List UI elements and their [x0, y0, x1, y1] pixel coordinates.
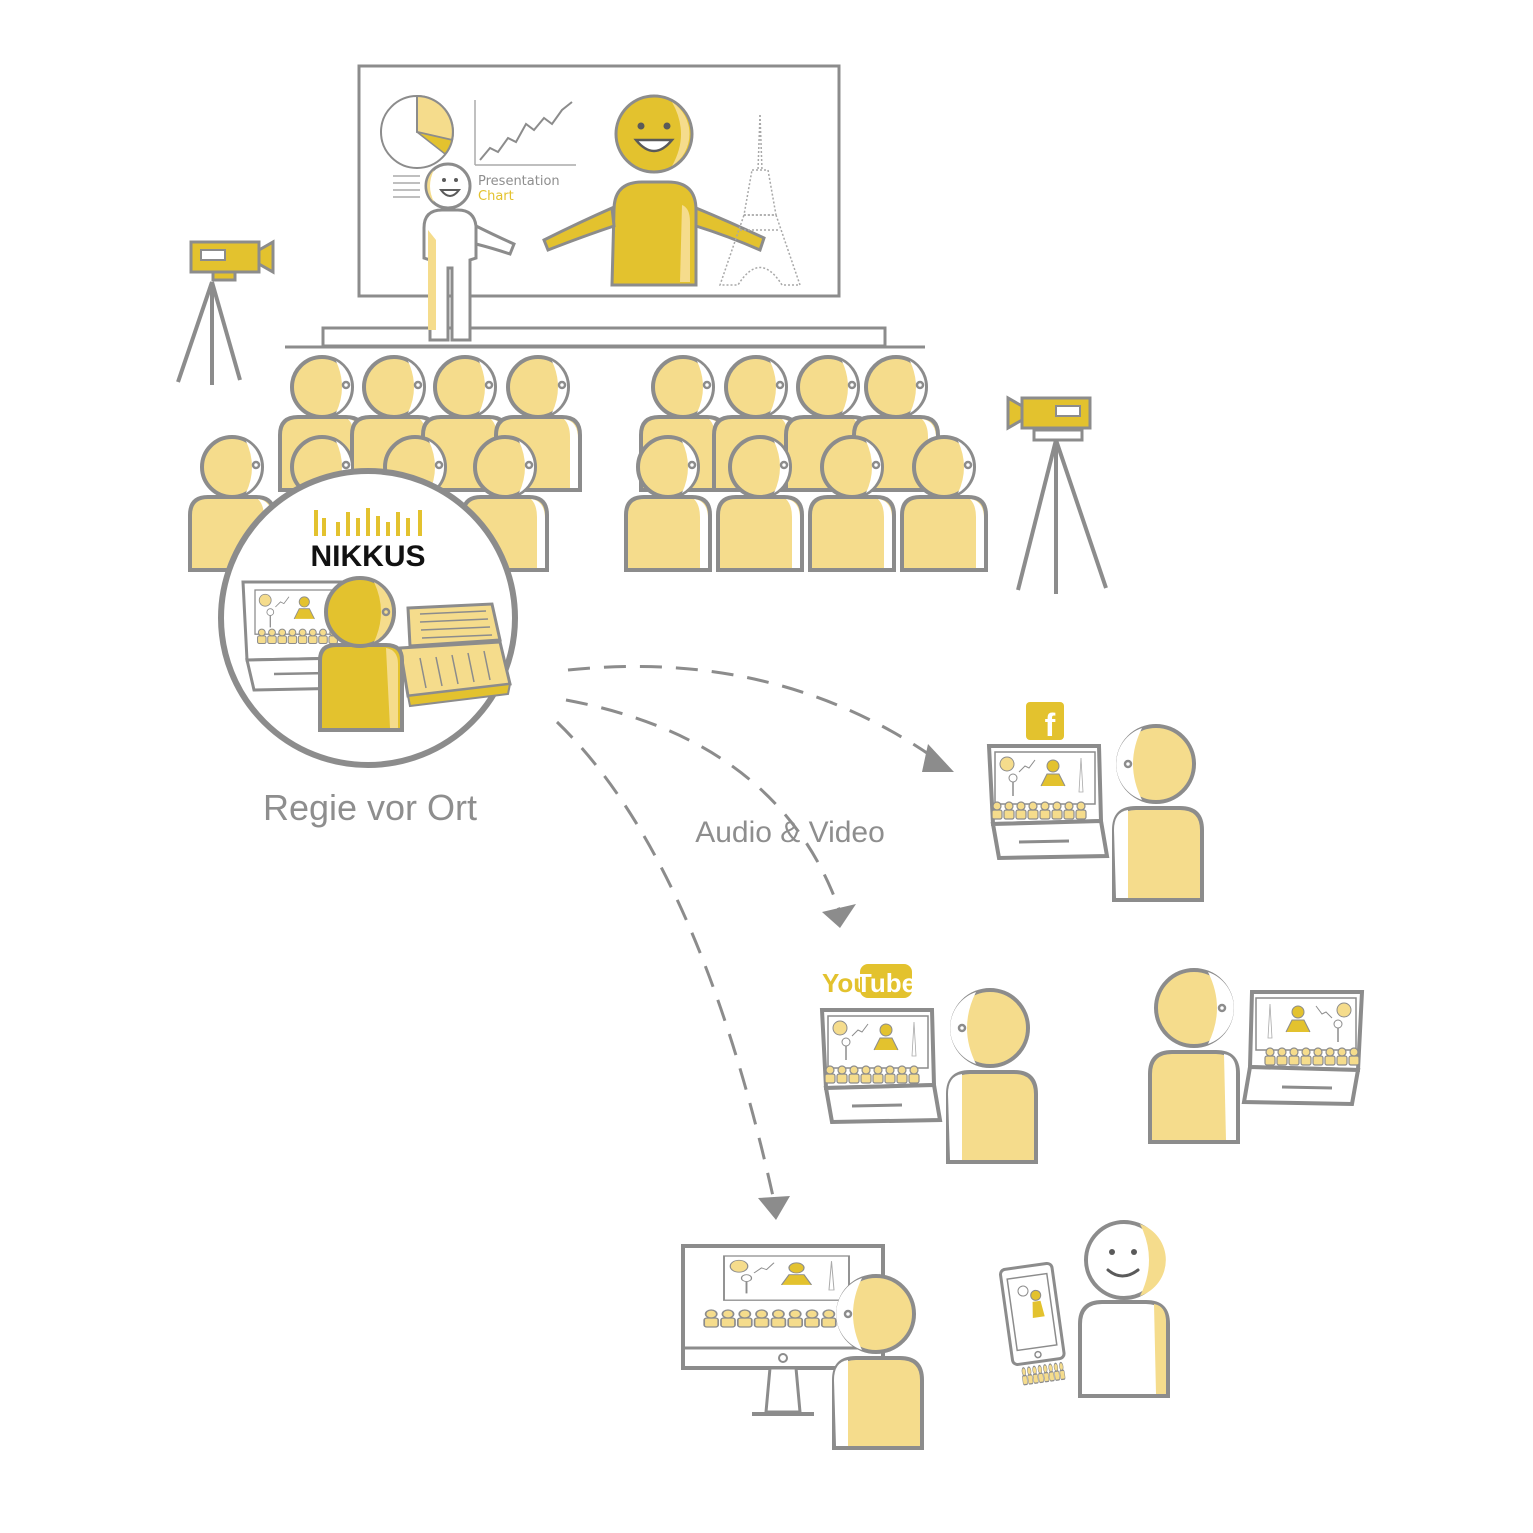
facebook-glyph: f [1045, 707, 1056, 743]
youtube-viewer [946, 988, 1038, 1164]
youtube-laptop-icon [822, 1010, 940, 1122]
video-camera-left [176, 240, 275, 385]
arrow-to-facebook [567, 664, 941, 764]
stage-presenter [422, 162, 516, 342]
screen-presenter [542, 94, 766, 287]
smartphone-icon [998, 1261, 1066, 1386]
facebook-viewer [1112, 724, 1204, 902]
arrow-to-youtube [565, 698, 842, 913]
mixing-console-icon [398, 602, 512, 708]
youtube-logo-icon: You Tube [822, 964, 916, 998]
arrowheads [758, 744, 954, 1220]
desktop-viewer [832, 1274, 924, 1450]
arrowhead-facebook [922, 744, 954, 772]
tripod-icon [1016, 439, 1108, 594]
facebook-logo-icon: f [1026, 702, 1064, 743]
nikkus-logo-icon [314, 508, 422, 536]
video-camera-right [1006, 396, 1108, 594]
youtube-tube: Tube [856, 968, 916, 998]
brand-name: NIKKUS [310, 540, 425, 573]
arrowhead-youtube [822, 904, 856, 928]
control-room: NIKKUS [218, 468, 518, 768]
chart-label-line2: Chart [478, 189, 514, 204]
stream-arrows [555, 664, 941, 1211]
chart-label-line1: Presentation [478, 174, 560, 189]
operator [318, 576, 404, 732]
pie-chart-icon [380, 94, 454, 169]
facebook-laptop-icon [989, 746, 1107, 858]
text-lines [393, 175, 420, 198]
arrowhead-desktop [758, 1196, 790, 1220]
eiffel-tower-icon [718, 114, 802, 286]
line-chart-icon [474, 100, 576, 166]
tripod-icon [176, 281, 242, 385]
control-room-caption: Regie vor Ort [263, 787, 477, 828]
arrow-to-desktop [555, 720, 778, 1211]
stream-label: Audio & Video [695, 816, 885, 849]
viewer-laptop-right [1148, 968, 1362, 1144]
smartphone-viewer [1078, 1220, 1170, 1398]
stage-platform [285, 326, 925, 349]
